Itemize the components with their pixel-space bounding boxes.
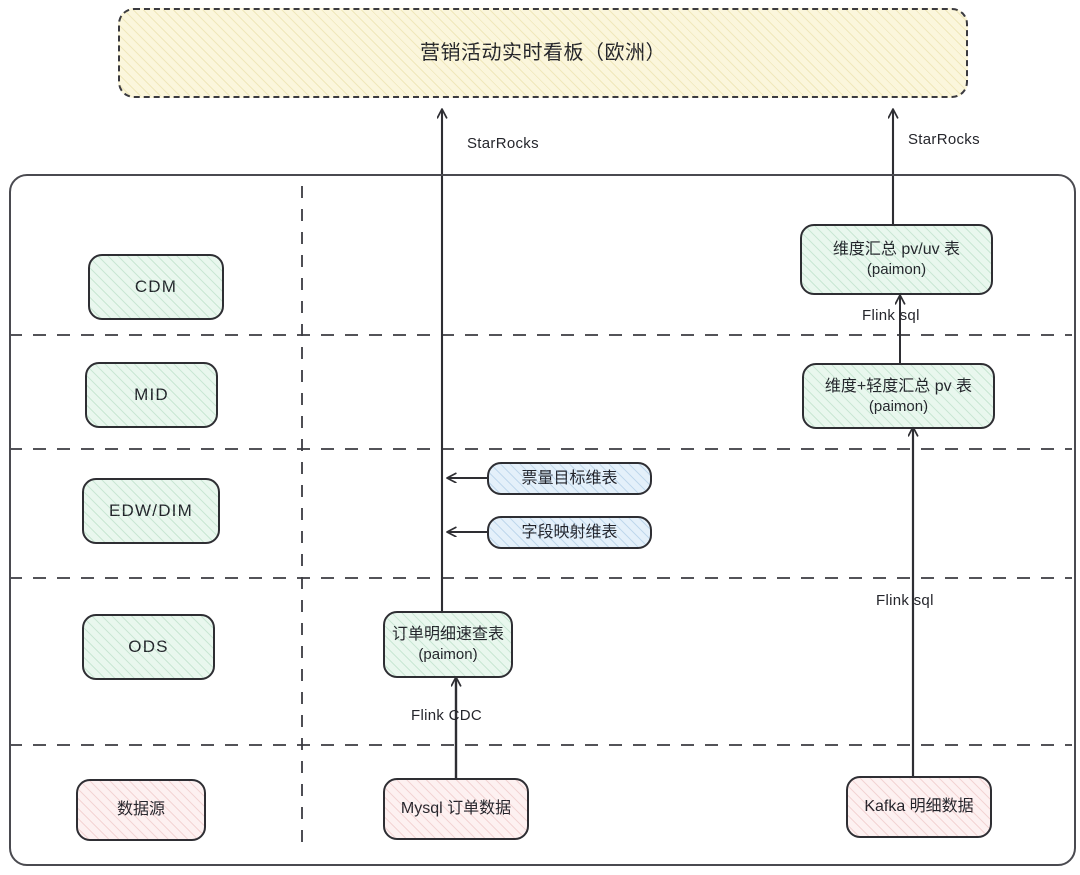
node-cdm-pv-uv-table-line1: 维度汇总 pv/uv 表 — [832, 241, 961, 259]
edge-label-right-starrocks: StarRocks — [908, 131, 980, 148]
node-source-kafka-detail-label: Kafka 明细数据 — [864, 798, 974, 816]
node-source-mysql-orders-label: Mysql 订单数据 — [400, 800, 512, 818]
edge-label-cdm-flink-sql: Flink sql — [862, 307, 920, 324]
node-cdm-pv-uv-table[interactable]: 维度汇总 pv/uv 表 (paimon) — [800, 224, 993, 295]
layer-chip-edw-dim-label: EDW/DIM — [109, 500, 193, 520]
layer-chip-source[interactable]: 数据源 — [76, 779, 206, 841]
layer-chip-mid[interactable]: MID — [85, 362, 218, 428]
node-mid-pv-table[interactable]: 维度+轻度汇总 pv 表 (paimon) — [802, 363, 995, 429]
node-mid-pv-table-line1: 维度+轻度汇总 pv 表 — [824, 377, 973, 395]
layer-chip-ods-label: ODS — [128, 636, 169, 656]
node-dim-ticket-target-table-label: 票量目标维表 — [521, 469, 618, 487]
dashboard-node[interactable]: 营销活动实时看板（欧洲） — [118, 8, 968, 98]
node-mid-pv-table-line2: (paimon) — [868, 397, 929, 415]
edge-label-mid-flink-sql: Flink sql — [876, 592, 934, 609]
node-source-kafka-detail[interactable]: Kafka 明细数据 — [846, 776, 992, 838]
node-dim-field-mapping-table-label: 字段映射维表 — [521, 523, 618, 541]
dashboard-label: 营销活动实时看板（欧洲） — [420, 41, 666, 64]
node-ods-order-detail-table-line1: 订单明细速查表 — [391, 626, 504, 644]
warehouse-frame — [9, 174, 1076, 866]
edge-label-ods-flink-cdc: Flink CDC — [411, 707, 483, 724]
node-ods-order-detail-table[interactable]: 订单明细速查表 (paimon) — [383, 611, 513, 678]
node-dim-ticket-target-table[interactable]: 票量目标维表 — [487, 462, 652, 495]
edge-label-left-starrocks: StarRocks — [467, 135, 539, 152]
layer-chip-ods[interactable]: ODS — [82, 614, 215, 680]
layer-chip-cdm-label: CDM — [134, 276, 178, 296]
layer-chip-cdm[interactable]: CDM — [88, 254, 224, 320]
node-source-mysql-orders[interactable]: Mysql 订单数据 — [383, 778, 529, 840]
node-ods-order-detail-table-line2: (paimon) — [418, 646, 478, 664]
layer-chip-source-label: 数据源 — [116, 801, 165, 819]
node-dim-field-mapping-table[interactable]: 字段映射维表 — [487, 516, 652, 549]
layer-chip-edw-dim[interactable]: EDW/DIM — [82, 478, 220, 544]
node-cdm-pv-uv-table-line2: (paimon) — [866, 261, 927, 279]
layer-chip-mid-label: MID — [134, 384, 169, 404]
